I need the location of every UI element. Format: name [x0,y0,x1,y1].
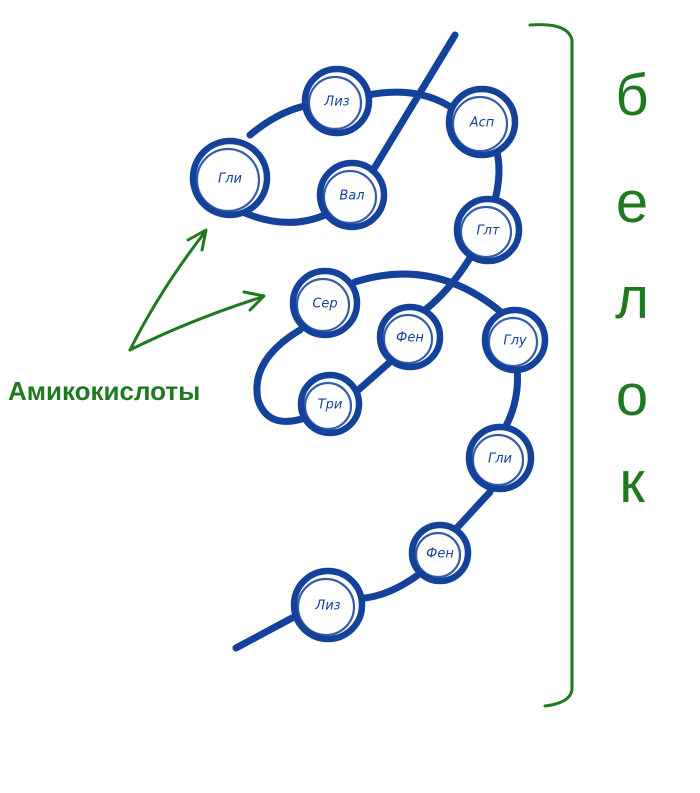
amino-acid-node: Гли [189,137,271,219]
amino-acid-label: Вал [339,189,364,204]
title-letter: е [616,170,648,235]
node-inner-ring [451,95,509,153]
node-inner-ring [296,577,356,637]
node-inner-ring [382,313,434,365]
protein-bracket [528,23,574,708]
node-inner-ring [471,433,525,487]
amino-acid-node: Глу [481,306,549,374]
amino-acid-label: Сер [312,297,337,312]
title-letter: к [619,450,645,515]
amino-acid-node: Сер [289,267,361,339]
node-circle [290,567,366,643]
amino-acid-node: Лиз [290,567,366,643]
amino-acid-node: Гли [465,423,535,493]
amino-acid-label: Гли [488,452,512,467]
amino-acid-node: Вал [316,159,388,231]
amino-acid-label: Три [318,398,343,413]
peptide-chain [232,31,521,652]
amino-acid-node: Глт [453,195,523,265]
amino-acids-label: Амикокислоты [8,376,200,406]
amino-acid-label: Лиз [314,599,340,614]
node-inner-ring [487,316,539,368]
amino-acid-node: Лиз [301,65,373,137]
amino-acid-label: Асп [469,116,495,131]
title-letter: о [616,363,648,428]
amino-acid-node: Асп [445,85,519,159]
amino-acid-label: Гли [218,172,242,187]
title-letter: л [615,266,649,331]
amino-acid-node: Три [297,371,363,437]
amino-acid-label: Глу [503,334,527,349]
amino-acid-label: Фен [396,331,424,346]
node-circle [189,137,271,219]
node-inner-ring [307,75,363,131]
node-inner-ring [195,147,261,213]
title-letter: б [615,63,648,128]
amino-acid-node: Фен [408,521,472,585]
node-inner-ring [295,277,351,333]
node-inner-ring [303,381,353,431]
node-inner-ring [459,205,513,259]
amino-acid-label: Лиз [323,95,349,110]
amino-acid-label: Фен [426,547,454,562]
node-inner-ring [414,531,462,579]
amino-acid-label: Глт [476,224,500,239]
node-inner-ring [322,169,378,225]
annotation-arrows [128,228,266,352]
amino-acid-node: Фен [376,303,444,371]
